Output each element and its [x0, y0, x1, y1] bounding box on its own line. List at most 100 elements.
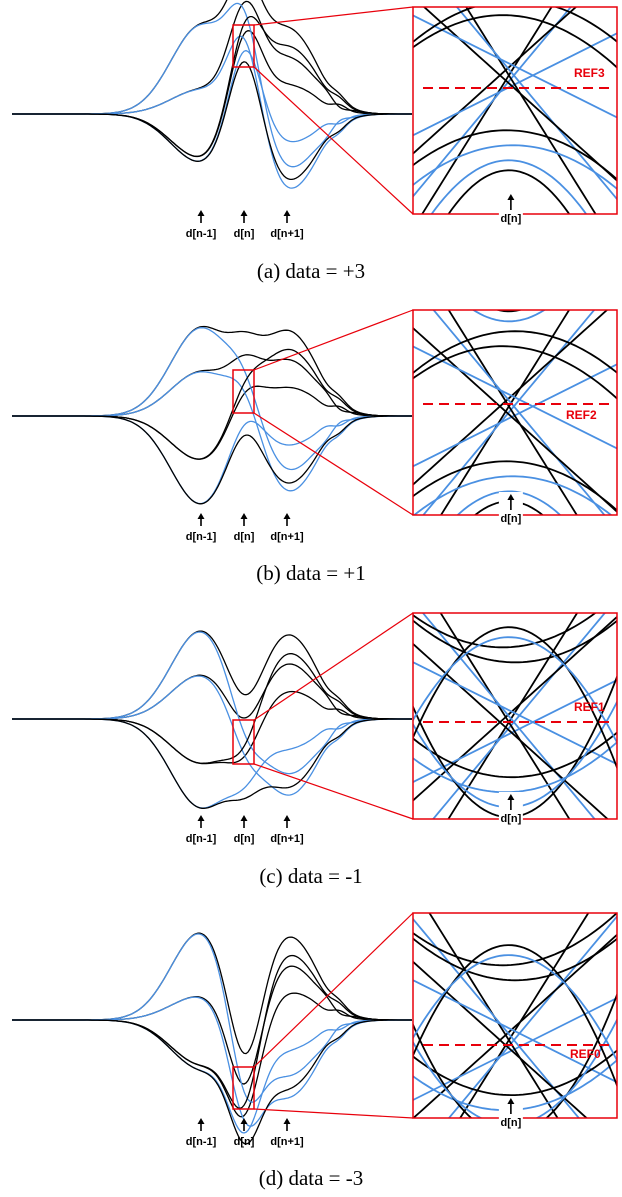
selection-box — [232, 719, 255, 765]
zoom-trace — [413, 7, 578, 155]
zoom-trace — [465, 7, 597, 214]
zoom-trace — [421, 613, 596, 819]
sample-marker-arrowhead-icon — [240, 815, 248, 821]
waveform-trace — [12, 992, 412, 1118]
zoom-trace — [413, 330, 617, 375]
zoom-trace — [413, 129, 617, 181]
sample-marker-arrowhead-icon — [283, 210, 291, 216]
waveform-trace — [12, 0, 412, 115]
sample-marker-arrowhead-icon — [240, 1118, 248, 1124]
zoom-sample-marker: d[n] — [498, 192, 523, 226]
zoom-trace — [413, 345, 617, 400]
sample-label: d[n+1] — [270, 1136, 304, 1148]
waveform-trace — [12, 631, 412, 775]
zoom-trace — [413, 144, 617, 191]
zoom-trace — [413, 7, 617, 44]
zoom-trace — [439, 613, 571, 819]
sample-marker-arrowhead-icon — [240, 210, 248, 216]
waveform-trace — [12, 415, 412, 505]
sample-label: d[n+1] — [270, 531, 304, 543]
zoom-trace — [413, 460, 617, 512]
zoom-connector — [253, 1108, 414, 1119]
waveform-trace — [12, 1019, 412, 1145]
sample-label: d[n+1] — [270, 228, 304, 240]
panel-caption: (d) data = -3 — [259, 1166, 364, 1190]
waveform-trace — [12, 371, 412, 492]
sample-label: d[n-1] — [186, 228, 217, 240]
zoom-trace — [495, 310, 523, 313]
zoom-trace — [413, 917, 581, 1118]
zoom-trace — [447, 914, 617, 1118]
zoom-connector — [253, 412, 414, 516]
zoom-trace — [413, 642, 609, 819]
sample-label: d[n] — [234, 833, 255, 845]
sample-marker-arrowhead-icon — [197, 210, 205, 216]
sample-label: d[n+1] — [270, 833, 304, 845]
reference-label: REF1 — [574, 700, 605, 714]
waveform-trace — [12, 653, 412, 764]
waveform-trace — [12, 61, 412, 181]
zoom-trace — [456, 490, 562, 515]
zoom-sample-label: d[n] — [500, 213, 521, 225]
zoom-connector — [253, 912, 414, 1068]
zoom-trace — [413, 14, 617, 119]
zoom-sample-arrowhead-icon — [507, 194, 515, 200]
zoom-traces — [413, 310, 617, 515]
panel-caption: (b) data = +1 — [256, 561, 365, 585]
zoom-trace — [413, 944, 617, 1088]
zoom-trace — [413, 954, 617, 1063]
zoom-trace — [413, 636, 617, 745]
waveform-trace — [12, 965, 412, 1085]
waveform-trace — [12, 675, 412, 796]
waveform-trace — [12, 690, 412, 765]
zoom-trace — [471, 310, 546, 323]
zoom-traces — [413, 913, 617, 1118]
zoom-trace — [447, 310, 578, 515]
waveform-trace — [12, 325, 412, 417]
zoom-trace — [413, 1049, 617, 1096]
zoom-trace — [413, 1017, 617, 1118]
zoom-sample-arrowhead-icon — [507, 494, 515, 500]
reference-label: REF3 — [574, 66, 605, 80]
selection-box — [232, 1066, 255, 1110]
sample-label: d[n] — [234, 531, 255, 543]
zoom-trace — [413, 937, 617, 982]
waveform-trace — [12, 718, 412, 809]
zoom-connector — [253, 309, 414, 371]
zoom-sample-marker: d[n] — [498, 1096, 523, 1130]
sample-marker-arrowhead-icon — [197, 815, 205, 821]
zoom-traces — [413, 7, 617, 214]
zoom-sample-marker: d[n] — [498, 792, 523, 826]
zoom-trace — [413, 14, 617, 69]
zoom-trace — [413, 740, 617, 794]
zoom-trace — [432, 310, 606, 515]
zoom-trace — [413, 475, 613, 515]
zoom-connector — [253, 6, 414, 26]
zoom-sample-label: d[n] — [500, 1117, 521, 1129]
reference-label: REF0 — [570, 1047, 601, 1061]
sample-marker-arrowhead-icon — [240, 513, 248, 519]
zoom-sample-arrowhead-icon — [507, 794, 515, 800]
sample-marker-arrowhead-icon — [283, 815, 291, 821]
panels: REF3 d[n] d[n-1] d[n] d[n+1] (a) data = +3 REF… — [12, 0, 618, 1190]
zoom-trace — [413, 661, 617, 766]
zoom-trace — [431, 613, 607, 819]
sample-label: d[n] — [234, 1136, 255, 1148]
sample-label: d[n-1] — [186, 531, 217, 543]
zoom-background — [413, 7, 617, 214]
zoom-trace — [413, 310, 609, 486]
panel-caption: (a) data = +3 — [257, 259, 365, 283]
sample-label: d[n-1] — [186, 833, 217, 845]
zoom-trace — [413, 979, 617, 1084]
waveform-trace — [12, 954, 412, 1109]
panel-caption: (c) data = -1 — [259, 864, 362, 888]
zoom-trace — [413, 992, 617, 1118]
zoom-trace — [413, 960, 588, 1118]
sample-marker-arrowhead-icon — [283, 1118, 291, 1124]
waveform-trace — [12, 0, 412, 115]
zoom-trace — [413, 731, 617, 779]
waveform-trace — [12, 35, 412, 189]
